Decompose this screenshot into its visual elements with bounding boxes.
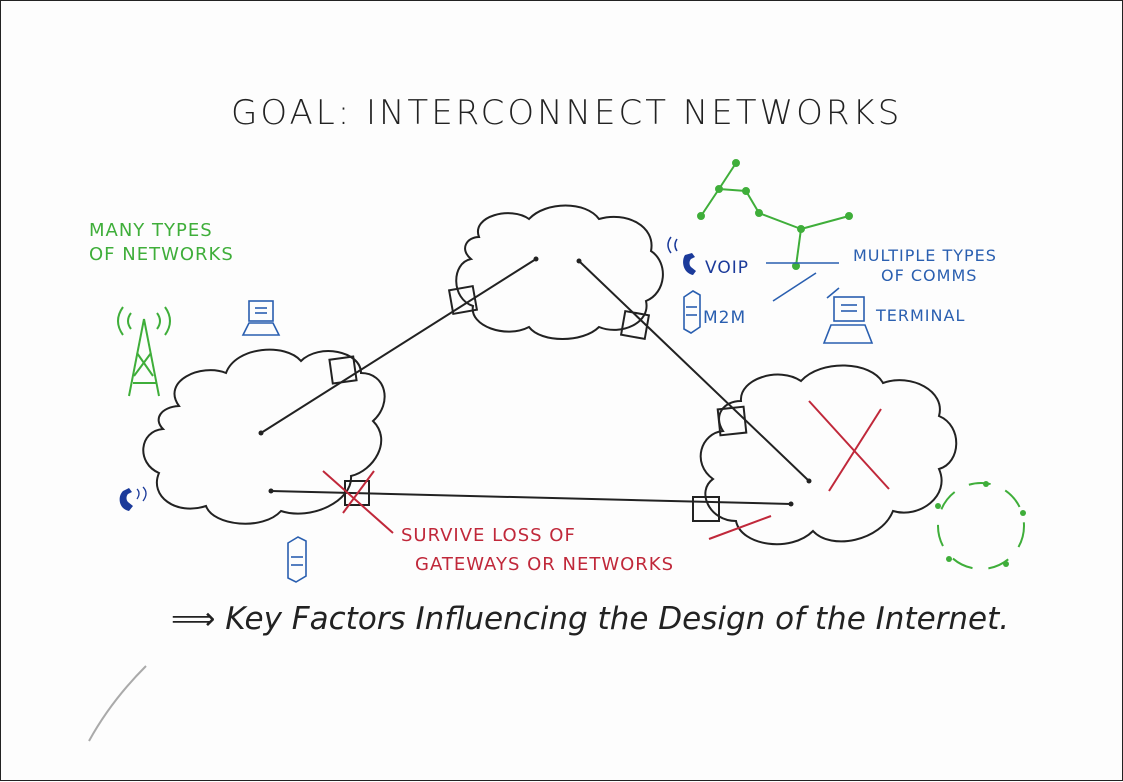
key-factors-caption: ⟹ Key Factors Influencing the Design of … (171, 601, 1010, 637)
gateway-right-upper (716, 405, 748, 437)
voip-label: VOIP (705, 258, 749, 278)
computer-terminal-icon (241, 300, 281, 336)
link-top-right (578, 260, 810, 482)
cell-tower-icon (117, 306, 171, 397)
multiple-types-line2: OF COMMS (881, 266, 978, 285)
m2m-connector-line (772, 272, 817, 302)
failed-network-cross-a (808, 400, 890, 490)
page-title: GOAL: INTERCONNECT NETWORKS (231, 93, 903, 133)
link-left-top (260, 258, 537, 434)
many-types-label: MANY TYPES OF NETWORKS (89, 219, 234, 267)
mesh-network-icon (697, 159, 853, 270)
failed-gateway-cross-b (342, 470, 375, 514)
multiple-types-line1: MULTIPLE TYPES (853, 246, 997, 265)
multiple-types-label: MULTIPLE TYPES OF COMMS (853, 246, 997, 286)
many-types-line1: MANY TYPES (89, 220, 213, 241)
ring-network-icon (935, 481, 1026, 570)
cloud-top (455, 204, 664, 340)
cloud-left (142, 348, 386, 525)
server-icon (683, 290, 701, 334)
cloud-right (699, 364, 958, 546)
terminal-connector-line (826, 287, 840, 299)
phone-icon (119, 486, 147, 511)
gateway-bottom-right (692, 496, 720, 522)
voip-phone-icon (667, 236, 696, 275)
failed-network-cross-b (828, 408, 882, 492)
survive-line1: SURVIVE LOSS OF (401, 525, 576, 546)
gateway-bottom-left (344, 480, 370, 506)
survive-line2: GATEWAYS OR NETWORKS (415, 554, 675, 575)
m2m-label: M2M (703, 308, 747, 328)
failed-gateway-slash (708, 515, 772, 540)
gateway-top-right (619, 309, 651, 341)
gateway-left-upper (328, 355, 358, 385)
m2m-device-icon (287, 536, 307, 583)
many-types-line2: OF NETWORKS (89, 244, 234, 265)
gateway-top-left (447, 284, 479, 316)
terminal-label: TERMINAL (876, 306, 966, 325)
pencil-stroke-mark (88, 665, 147, 742)
survive-label: SURVIVE LOSS OF GATEWAYS OR NETWORKS (401, 521, 674, 579)
terminal-icon (822, 296, 874, 344)
failed-gateway-cross-a (322, 470, 394, 534)
